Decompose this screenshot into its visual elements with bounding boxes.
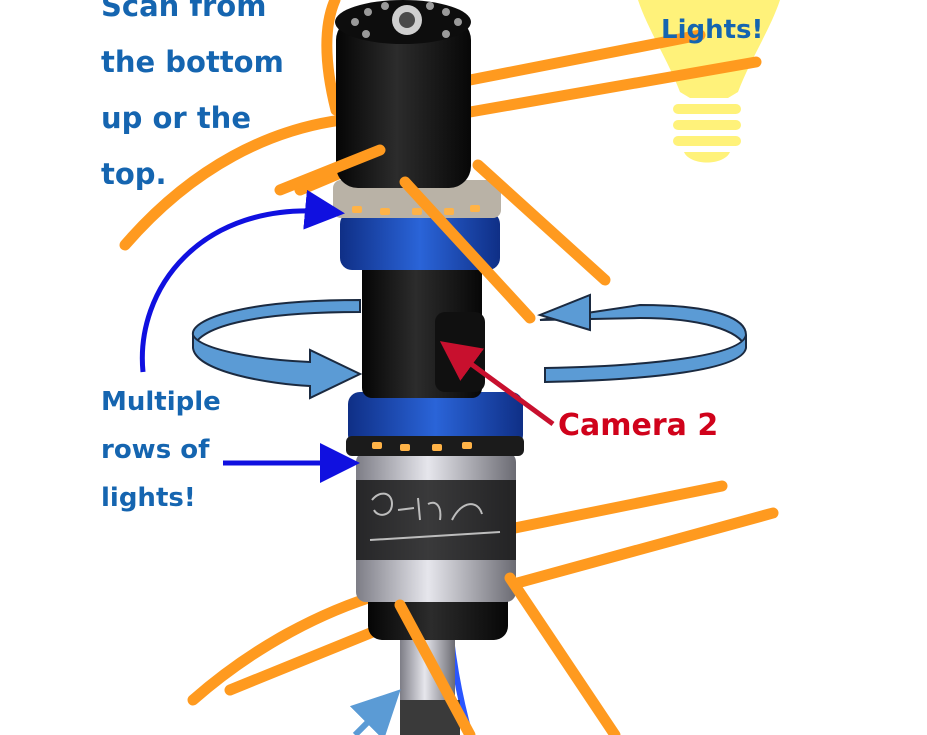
- camera-2-arrow: [439, 341, 555, 427]
- bottom-arrow: [349, 689, 401, 735]
- brand-engraving: [369, 492, 501, 541]
- camera-2-label: Camera 2: [558, 408, 719, 443]
- front-bristles: [274, 144, 621, 735]
- scanner-device: [333, 0, 524, 735]
- lower-led-ring: [372, 442, 472, 451]
- top-camera-leds: [351, 2, 462, 38]
- top-lights-arrow: [139, 189, 345, 373]
- scan-direction-label: Scan from the bottom up or the top.: [101, 0, 284, 191]
- multiple-rows-label: Multiple rows of lights!: [101, 387, 221, 513]
- top-led-ring: [352, 205, 480, 215]
- rotation-arrow-icon: [192, 293, 747, 400]
- lights-label: Lights!: [661, 15, 764, 45]
